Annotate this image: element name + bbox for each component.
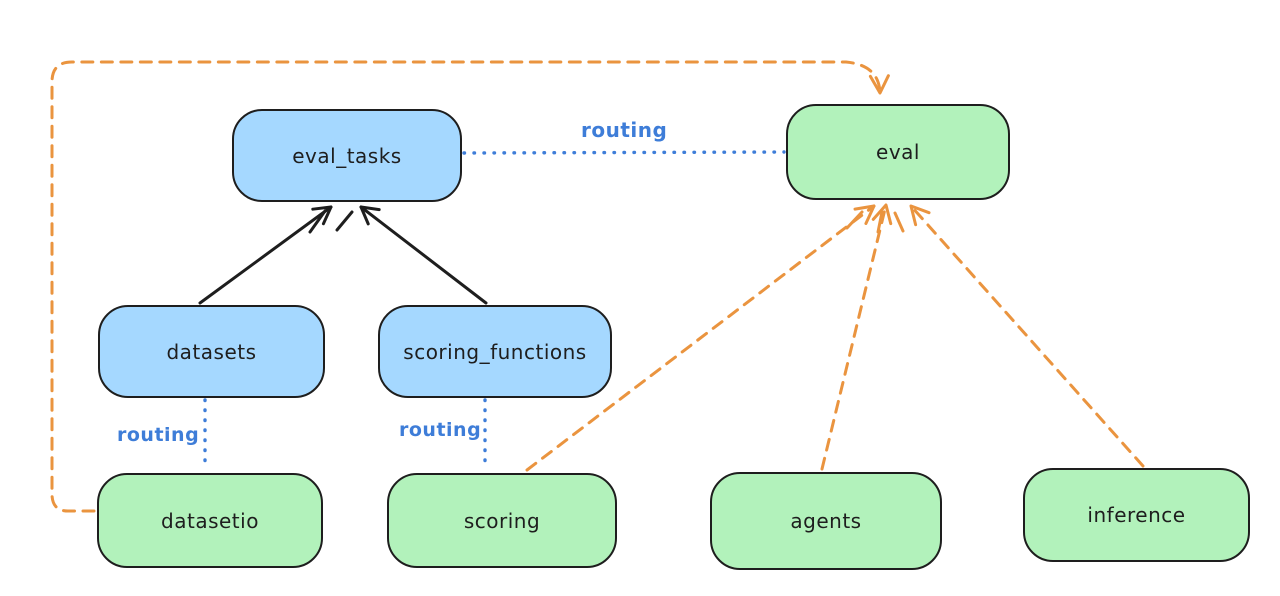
edge-orange-arrowhead-detail [845,210,905,234]
edge-label-routing-left: routing [117,424,200,446]
edge-datasetio-to-eval [50,60,890,513]
edge-agents-to-eval [820,203,893,471]
node-datasets: datasets [98,305,325,398]
edge-label-routing-middle: routing [399,419,482,441]
edge-scoring_functions-to-eval_tasks [359,205,488,305]
node-agents: agents [710,472,942,570]
node-datasetio: datasetio [97,473,323,568]
node-inference-label: inference [1087,503,1186,527]
node-scoring-label: scoring [463,508,541,533]
node-datasetio-label: datasetio [161,508,259,533]
node-scoring_functions: scoring_functions [378,305,612,398]
edge-routing-eval_tasks-to-eval [462,150,786,155]
node-eval: eval [786,104,1010,200]
node-scoring_functions-label: scoring_functions [403,339,587,364]
edge-scoring-to-eval [525,204,876,472]
edge-black-arrowhead-detail [308,209,354,234]
node-eval_tasks-label: eval_tasks [292,143,402,168]
edge-label-routing-top: routing [581,118,668,142]
node-agents-label: agents [790,509,862,533]
node-inference: inference [1023,468,1250,562]
node-eval_tasks: eval_tasks [232,109,462,202]
node-eval-label: eval [876,140,920,164]
edge-inference-to-eval [909,204,1145,468]
node-datasets-label: datasets [166,339,257,364]
node-scoring: scoring [387,473,617,568]
edge-datasets-to-eval_tasks [198,205,333,305]
